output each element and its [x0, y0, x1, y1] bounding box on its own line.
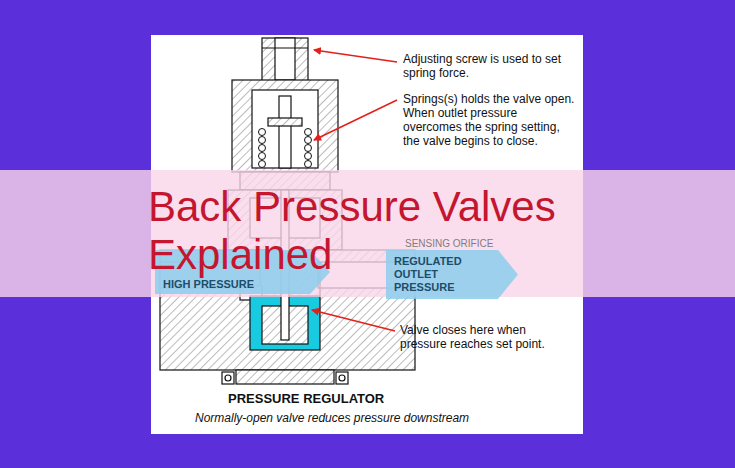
arrow-fill — [386, 250, 518, 299]
spring-coils — [259, 129, 312, 168]
leader-lines-part — [312, 310, 395, 331]
spring-coils-part — [259, 137, 266, 144]
arrow-label: HIGH PRESSURE — [163, 278, 308, 291]
spring-coils-part — [305, 145, 312, 152]
drawing-heading: PRESSURE REGULATOR — [228, 392, 428, 406]
callout-text: Adjusting screw is used to set spring fo… — [403, 52, 579, 80]
part-name: SENSING ORIFICE — [405, 237, 535, 251]
spring-coils-part — [305, 161, 312, 168]
spring-coils-part — [259, 153, 266, 160]
valve-body-part — [339, 375, 345, 381]
valve-body-part — [262, 47, 308, 48]
spring-coils-part — [305, 153, 312, 160]
valve-body-part — [236, 370, 334, 384]
valve-body-part — [336, 372, 348, 384]
title-text: Back Pressure Valves Explained — [148, 183, 580, 279]
outlet-arrow: REGULATED OUTLET PRESSURE — [386, 250, 518, 299]
valve-body-part — [268, 118, 302, 126]
valve-body-part — [225, 375, 231, 381]
valve-body-part — [252, 90, 318, 168]
leader-lines-part — [314, 50, 397, 62]
caption-text: Normally-open valve reduces pressure dow… — [195, 411, 535, 425]
spring-coils-part — [305, 129, 312, 136]
valve-body-part — [262, 38, 308, 82]
spring-coils-part — [259, 129, 266, 136]
leader-lines-part — [314, 100, 397, 140]
valve-body-part — [275, 38, 295, 80]
valve-body-part — [222, 372, 234, 384]
arrow-label: REGULATED OUTLET PRESSURE — [394, 255, 496, 294]
valve-body-part — [279, 96, 291, 168]
valve-body-part — [232, 80, 338, 172]
spring-coils-part — [259, 145, 266, 152]
spring-coils-part — [259, 161, 266, 168]
callout-text: Springs(s) holds the valve open. When ou… — [403, 92, 579, 148]
spring-coils-part — [305, 137, 312, 144]
callout-text: Valve closes here when pressure reaches … — [400, 323, 572, 351]
